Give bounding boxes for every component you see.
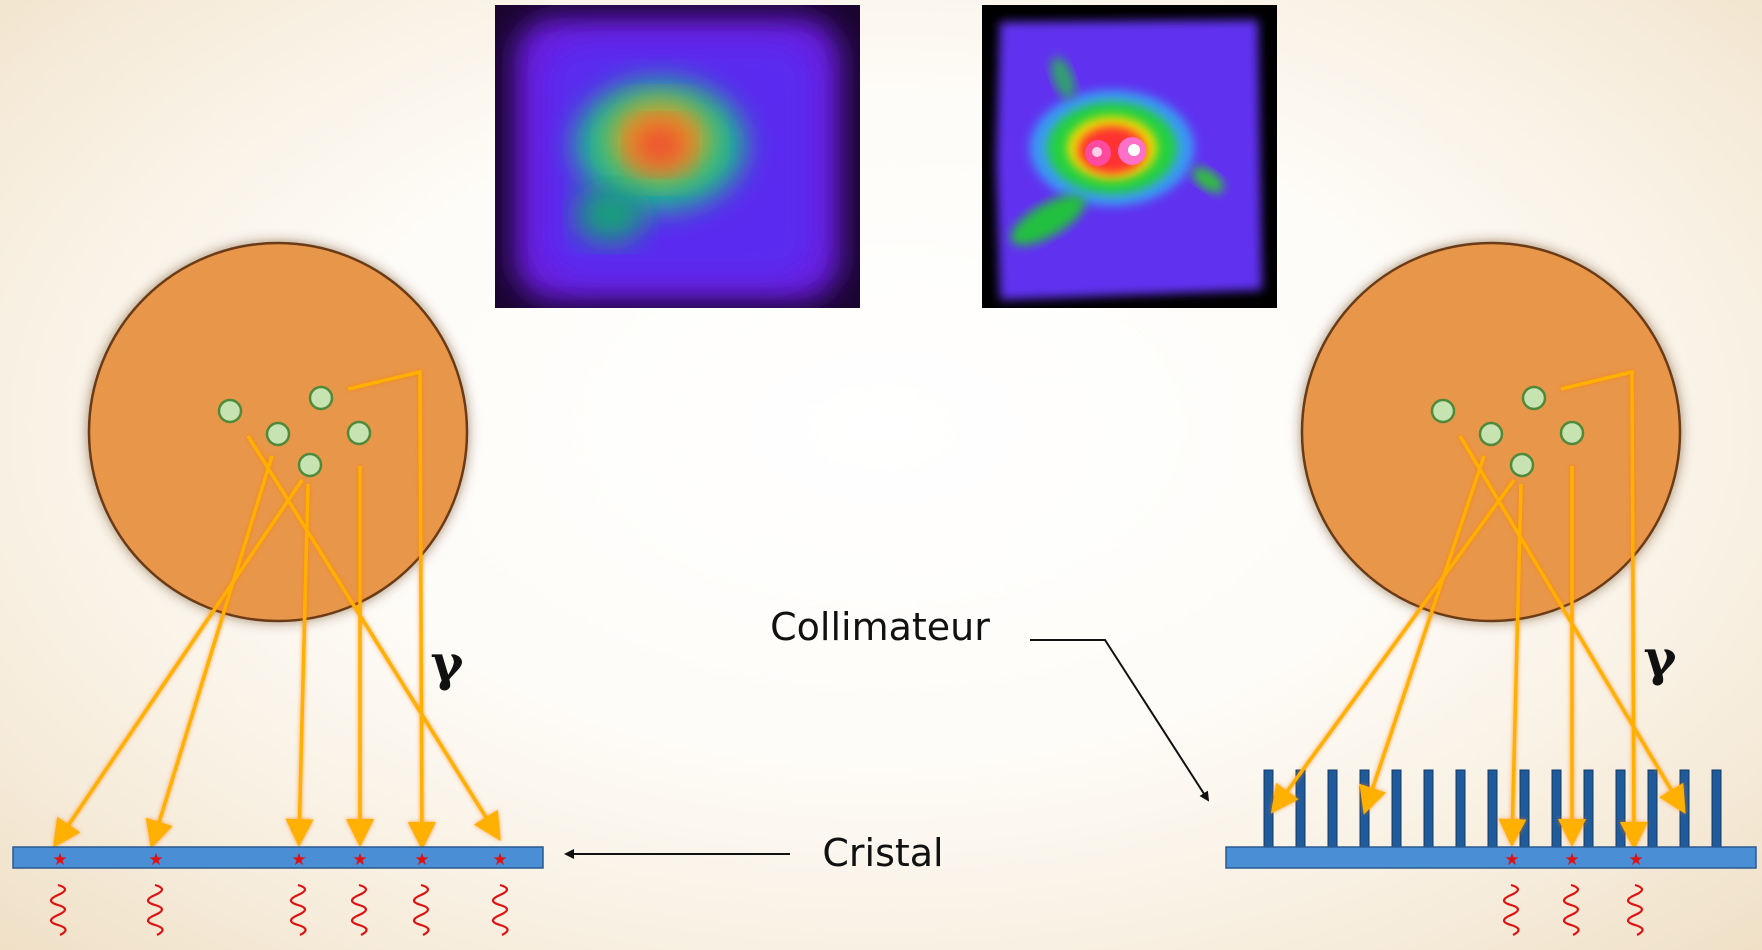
scintillation-stars-left: ★ ★ ★ ★ ★ ★: [52, 850, 507, 870]
crystal-left: [12, 846, 544, 869]
source-point: [1509, 452, 1535, 478]
source-point: [1478, 421, 1504, 447]
light-wave: [412, 883, 430, 936]
left-detector-system: ★ ★ ★ ★ ★ ★ γ: [12, 241, 544, 936]
collimator-pointer: [1030, 639, 1210, 802]
collimator-label: Collimateur: [770, 605, 990, 649]
light-wave: [49, 883, 67, 936]
light-wave: [146, 883, 164, 936]
scintillation-star: ★: [414, 850, 429, 870]
right-detector-system: ★ ★ ★ γ: [1225, 241, 1757, 936]
crystal-label: Cristal: [822, 831, 943, 875]
gamma-ray: [1458, 435, 1686, 815]
source-point: [1521, 385, 1547, 411]
crystal-callout: Cristal: [564, 831, 944, 875]
gamma-rays-right: [1270, 369, 1686, 850]
light-wave: [289, 883, 307, 936]
light-wave: [1562, 883, 1580, 936]
scintillation-stars-right: ★ ★ ★: [1504, 850, 1643, 870]
gamma-label-left: γ: [430, 633, 464, 692]
scintillation-star: ★: [1564, 850, 1579, 870]
scintillation-star: ★: [352, 850, 367, 870]
scintillation-star: ★: [1504, 850, 1519, 870]
source-point: [308, 385, 334, 411]
light-signals-right: [1502, 883, 1644, 936]
gamma-ray: [347, 369, 436, 850]
crystal-right: [1225, 846, 1757, 869]
light-wave: [1502, 883, 1520, 936]
source-point: [265, 421, 291, 447]
gamma-label-right: γ: [1643, 628, 1677, 687]
gamma-ray: [1560, 369, 1648, 850]
gamma-ray: [1270, 478, 1516, 814]
source-point: [217, 398, 243, 424]
sharp-scintigraphy-image: [982, 5, 1277, 308]
gamma-ray: [285, 483, 314, 847]
source-point: [346, 420, 372, 446]
gamma-ray: [246, 435, 501, 841]
light-wave: [491, 883, 509, 936]
collimator: [1263, 769, 1722, 849]
scintillation-star: ★: [1628, 850, 1643, 870]
gamma-ray: [53, 479, 304, 848]
gamma-ray: [1498, 483, 1527, 847]
light-wave: [1626, 883, 1644, 936]
scintillation-star: ★: [291, 850, 306, 870]
light-signals-left: [49, 883, 509, 936]
scintillation-star: ★: [492, 850, 507, 870]
gamma-ray: [1359, 455, 1486, 815]
scintillation-star: ★: [52, 850, 67, 870]
radioactive-sources-left: [217, 385, 372, 478]
source-point: [297, 452, 323, 478]
radioactive-sources-right: [1430, 385, 1585, 478]
light-wave: [350, 883, 368, 936]
gamma-rays-left: [53, 369, 501, 850]
collimator-callout: Collimateur: [770, 605, 1210, 802]
source-point: [1559, 420, 1585, 446]
source-point: [1430, 398, 1456, 424]
scintillation-star: ★: [148, 850, 163, 870]
gamma-ray: [145, 455, 274, 849]
blurred-scintigraphy-image: [495, 5, 860, 308]
